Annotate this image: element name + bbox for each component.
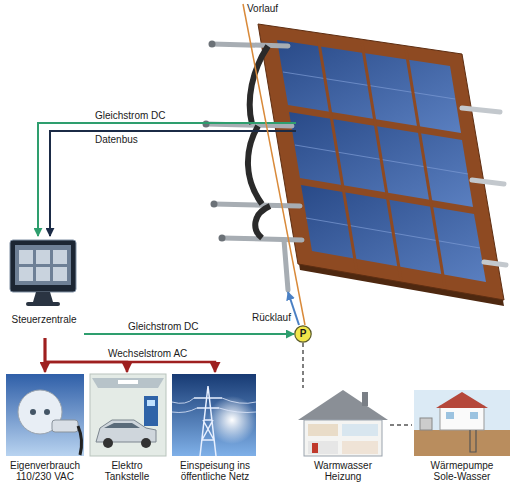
canopy-light <box>118 380 138 384</box>
power-line <box>172 398 256 413</box>
pipe-fitting <box>219 235 226 242</box>
ground-probe <box>470 430 476 452</box>
room <box>342 441 378 454</box>
monitor-frame <box>10 240 76 292</box>
node-caption: Wärmepumpe Sole-Wasser <box>427 460 497 482</box>
pipe <box>472 180 504 184</box>
monitor-stand <box>33 292 53 302</box>
hose <box>255 206 270 238</box>
chimney <box>362 392 368 406</box>
water-tank <box>312 443 318 453</box>
screen-tile <box>53 267 67 281</box>
heatpump-sky <box>414 390 510 430</box>
node-caption: Eigenverbrauch 110/230 VAC <box>4 460 86 482</box>
heatpump-house <box>440 406 484 430</box>
room <box>308 424 338 436</box>
screen-tile <box>19 250 33 264</box>
screen-tile <box>53 250 67 264</box>
line-label: Gleichstrom DC <box>128 321 199 332</box>
heatpump-ground <box>414 430 510 456</box>
heatpump-roof <box>436 392 488 408</box>
hose <box>248 126 262 204</box>
pipe <box>214 204 300 206</box>
panel-divider <box>406 50 445 288</box>
plug-cable <box>78 426 82 455</box>
house-wall <box>304 420 382 456</box>
pylon <box>194 386 222 456</box>
pipe-fitting <box>209 41 216 48</box>
window <box>470 412 478 419</box>
screen-tile <box>36 250 50 264</box>
flow-line <box>50 131 230 236</box>
node-caption: Vorlauf <box>247 3 297 14</box>
plug <box>52 420 78 432</box>
monitor-base <box>26 302 60 306</box>
charger-screen <box>147 400 155 406</box>
screen-tile <box>36 267 50 281</box>
pump-letter: P <box>294 328 312 339</box>
dashed-link <box>302 343 304 388</box>
dc-wire <box>229 122 296 124</box>
flow-line <box>84 333 294 335</box>
node-caption: Steuerzentrale <box>4 314 84 325</box>
flow-line <box>38 123 230 236</box>
car-window <box>104 423 140 428</box>
line-label: Wechselstrom AC <box>108 348 187 359</box>
consumer-box: Einspeisung ins öffentliche Netz <box>170 372 260 492</box>
pipe-fitting <box>211 201 218 208</box>
roof <box>258 24 504 300</box>
car-wheel <box>141 438 151 448</box>
socket-hole <box>30 409 36 415</box>
pipe <box>222 238 302 240</box>
line-label: Rücklauf <box>252 312 291 323</box>
room <box>308 441 338 454</box>
bus-wire <box>229 130 296 132</box>
node-caption: Warmwasser Heizung <box>308 460 378 482</box>
node-caption: Einspeisung ins öffentliche Netz <box>170 460 260 482</box>
pump-circle <box>295 326 311 342</box>
pump-symbol: P <box>294 325 312 343</box>
station-picture <box>90 374 166 456</box>
monitor-screen <box>15 245 71 285</box>
solar-roof: Vorlauf <box>230 4 510 292</box>
charger <box>144 396 158 426</box>
line-label: Datenbus <box>95 134 138 145</box>
pipe <box>284 240 288 290</box>
consumer-box: Eigenverbrauch 110/230 VAC <box>4 372 86 492</box>
flow-line <box>45 338 215 372</box>
pipe <box>462 108 500 112</box>
panel-divider <box>318 37 357 272</box>
socket-picture <box>6 374 84 456</box>
pipe <box>212 44 288 46</box>
house-box: Warmwasser Heizung <box>296 388 390 492</box>
station-canopy <box>92 378 164 388</box>
control-unit: Steuerzentrale <box>4 236 84 338</box>
consumer-box: Elektro Tankstelle <box>88 372 166 492</box>
grid-picture <box>172 374 256 456</box>
node-caption: Elektro Tankstelle <box>88 460 166 482</box>
heatpump-unit <box>420 418 432 430</box>
flow-line <box>243 4 305 325</box>
panel-divider <box>362 43 401 280</box>
window <box>446 412 454 419</box>
dashed-link <box>390 424 412 426</box>
house-box: Wärmepumpe Sole-Wasser <box>412 388 512 492</box>
pipe <box>484 262 506 265</box>
room <box>342 424 378 436</box>
house-roof <box>298 390 388 420</box>
car-wheel <box>103 438 113 448</box>
screen-tile <box>19 267 33 281</box>
socket-hole <box>44 409 50 415</box>
line-label: Gleichstrom DC <box>95 110 166 121</box>
